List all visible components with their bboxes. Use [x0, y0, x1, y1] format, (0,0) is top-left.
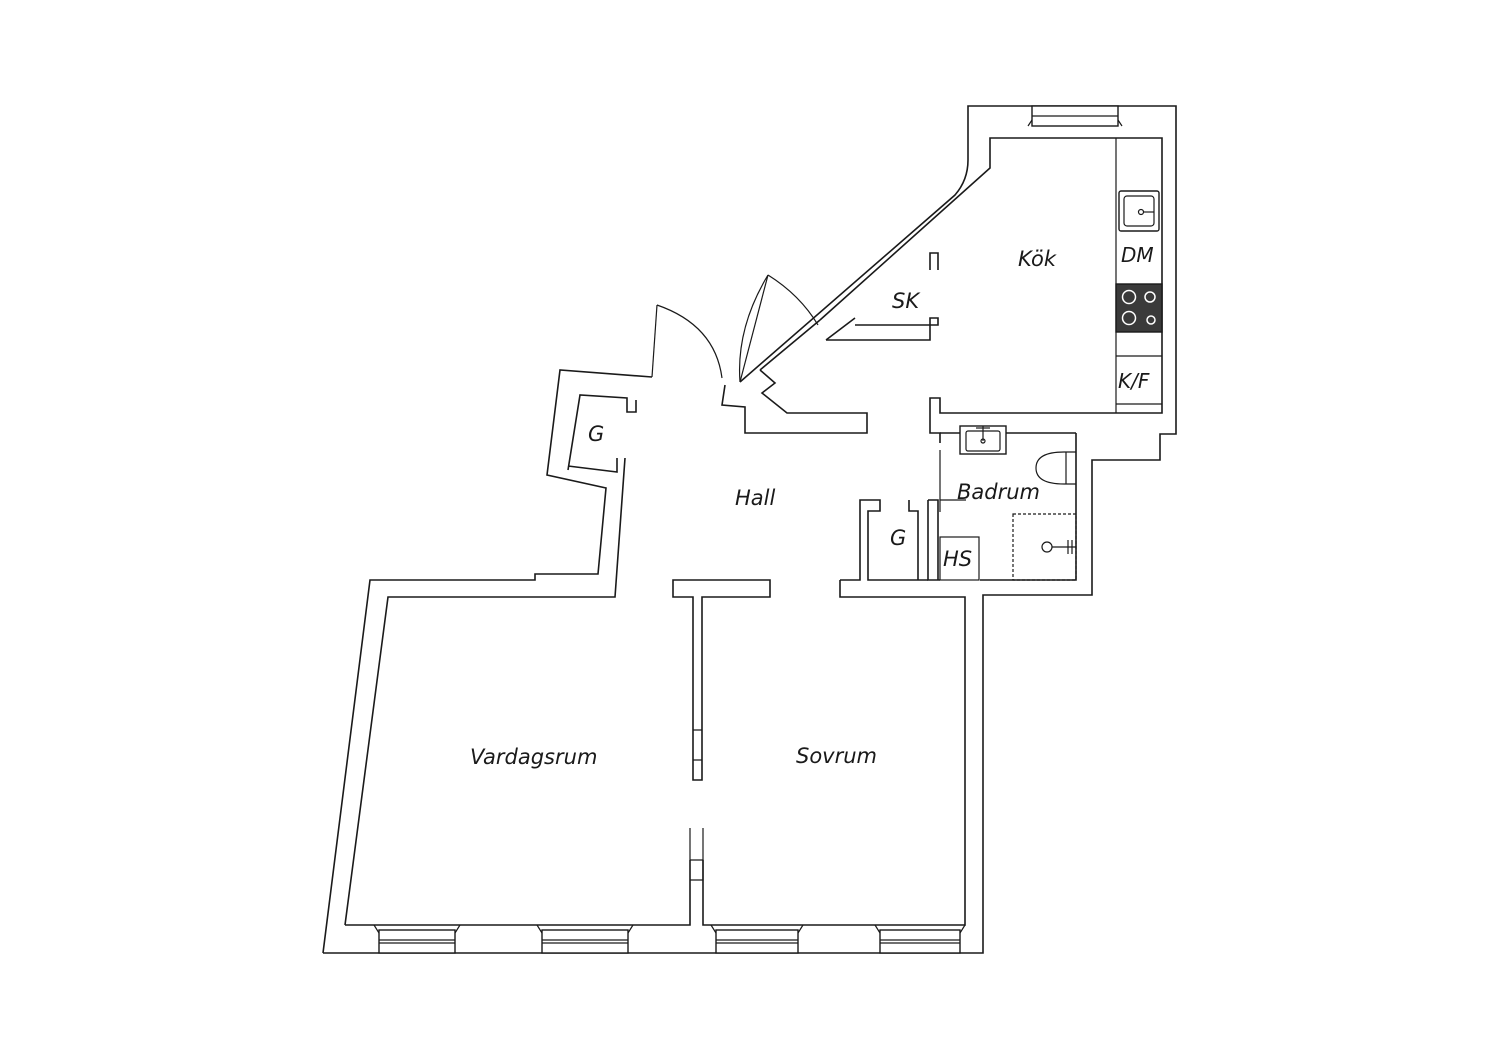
bathroom-sink-icon: [959, 425, 1007, 455]
label-kf: K/F: [1118, 369, 1150, 393]
door-entrance: [651, 304, 723, 379]
label-sk: SK: [892, 289, 921, 313]
label-sovrum: Sovrum: [796, 744, 877, 768]
window-vardagsrum-1: [373, 924, 461, 954]
label-hs: HS: [943, 547, 972, 571]
label-hall: Hall: [735, 486, 775, 510]
door-kitchen: [738, 274, 819, 383]
label-vardagsrum: Vardagsrum: [470, 745, 597, 769]
kitchen-counter-dividers: [1116, 355, 1162, 405]
label-g-left: G: [588, 422, 604, 446]
stove-icon: [1115, 283, 1163, 333]
toilet-icon: [1035, 451, 1076, 485]
shower-icon: [1012, 513, 1077, 581]
kitchen-sink-icon: [1118, 190, 1160, 232]
label-dm: DM: [1121, 243, 1154, 267]
hs-cabinet: [939, 536, 980, 581]
label-badrum: Badrum: [957, 480, 1040, 504]
window-sovrum-2: [874, 924, 966, 954]
outer-wall: [322, 105, 1177, 954]
window-sovrum-1: [710, 924, 804, 954]
inner-walls: [344, 137, 1163, 926]
window-vardagsrum-2: [536, 924, 634, 954]
label-g-right: G: [890, 526, 906, 550]
label-kok: Kök: [1018, 247, 1057, 271]
window-kitchen: [1027, 105, 1123, 127]
